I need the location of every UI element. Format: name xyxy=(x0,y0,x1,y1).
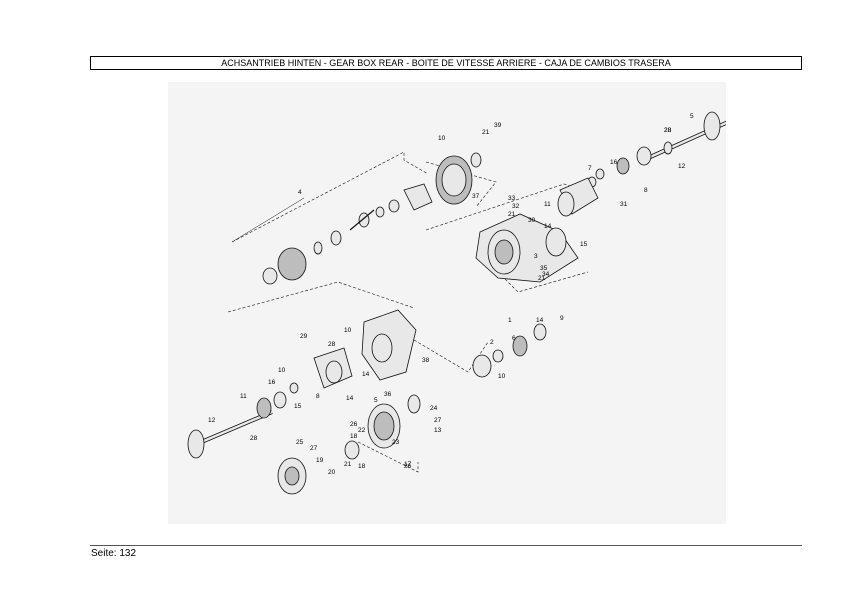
flange-housing-left xyxy=(273,347,353,409)
differential-assembly xyxy=(262,183,433,285)
callout-17: 17 xyxy=(404,461,412,468)
callout-12: 12 xyxy=(208,417,216,424)
group-outline-lower-right xyxy=(413,339,489,373)
axle-shaft-left xyxy=(187,397,273,459)
callout-21: 21 xyxy=(344,461,352,468)
callout-22: 22 xyxy=(358,427,366,434)
bracket-4 xyxy=(231,197,305,243)
callout-39: 39 xyxy=(494,122,502,129)
callout-28: 28 xyxy=(328,341,336,348)
group-outline-brake xyxy=(357,441,419,473)
callout-10: 10 xyxy=(498,373,506,380)
gearbox-housing xyxy=(475,213,579,283)
callout-16: 16 xyxy=(610,159,618,166)
lower-gear-housing xyxy=(361,309,417,381)
callout-21: 21 xyxy=(482,129,490,136)
callout-15: 15 xyxy=(294,403,302,410)
axle-shaft-right xyxy=(587,111,726,188)
callout-5: 5 xyxy=(690,113,694,120)
callout-4: 4 xyxy=(298,189,302,196)
group-outline-ring xyxy=(425,161,497,208)
callout-3: 3 xyxy=(534,253,538,260)
callout-32: 32 xyxy=(512,203,520,210)
callout-14: 14 xyxy=(544,223,552,230)
group-outline-housing-bottom xyxy=(497,271,589,293)
group-outline-left xyxy=(231,151,429,243)
callout-28: 28 xyxy=(664,127,672,134)
callout-15: 15 xyxy=(580,241,588,248)
callout-19: 19 xyxy=(316,457,324,464)
callout-24: 24 xyxy=(430,405,438,412)
callout-27: 27 xyxy=(310,445,318,452)
callout-26: 26 xyxy=(350,421,358,428)
callout-18: 18 xyxy=(350,433,358,440)
callout-30: 30 xyxy=(528,217,536,224)
callout-31: 31 xyxy=(620,201,628,208)
callout-14: 14 xyxy=(362,371,370,378)
callout-18: 18 xyxy=(358,463,366,470)
callout-28: 28 xyxy=(664,127,672,134)
callout-11: 11 xyxy=(544,201,551,208)
callout-6: 6 xyxy=(512,335,516,342)
callout-36: 36 xyxy=(384,391,392,398)
exploded-view-drawing: 3921102853743371612288113221301431153353… xyxy=(187,111,726,495)
pinion-shaft xyxy=(472,323,547,378)
callout-14: 14 xyxy=(536,317,544,324)
callout-28: 28 xyxy=(250,435,258,442)
ring-gear xyxy=(435,152,482,205)
page-title: ACHSANTRIEB HINTEN - GEAR BOX REAR - BOI… xyxy=(90,56,802,70)
callout-21: 21 xyxy=(508,211,516,218)
footer-divider xyxy=(90,545,802,546)
callout-16: 16 xyxy=(268,379,276,386)
brake-assembly xyxy=(277,394,421,495)
callout-25: 25 xyxy=(296,439,304,446)
callout-2: 2 xyxy=(490,339,494,346)
callout-20: 20 xyxy=(328,469,336,476)
callout-38: 38 xyxy=(422,357,430,364)
callout-34: 34 xyxy=(542,271,550,278)
callout-11: 11 xyxy=(240,393,247,400)
callout-26: 26 xyxy=(404,463,412,470)
callout-14: 14 xyxy=(346,395,354,402)
callout-35: 35 xyxy=(540,265,548,272)
flange-housing-right xyxy=(557,177,599,217)
callout-37: 37 xyxy=(472,193,480,200)
group-outline-lower xyxy=(227,281,415,313)
page-number: Seite: 132 xyxy=(91,548,137,559)
callout-10: 10 xyxy=(438,135,446,142)
callout-8: 8 xyxy=(644,187,648,194)
callout-27: 27 xyxy=(434,417,442,424)
callout-10: 10 xyxy=(278,367,286,374)
callout-labels: 3921102853743371612288113221301431153353… xyxy=(208,113,694,476)
callout-29: 29 xyxy=(300,333,308,340)
callout-13: 13 xyxy=(434,427,442,434)
callout-23: 23 xyxy=(392,439,400,446)
callout-8: 8 xyxy=(316,393,320,400)
callout-21: 21 xyxy=(538,275,546,282)
callout-5: 5 xyxy=(374,397,378,404)
callout-9: 9 xyxy=(560,315,564,322)
callout-10: 10 xyxy=(344,327,352,334)
callout-33: 33 xyxy=(508,195,516,202)
callout-1: 1 xyxy=(508,317,512,324)
callout-7: 7 xyxy=(588,165,592,172)
callout-12: 12 xyxy=(678,163,686,170)
